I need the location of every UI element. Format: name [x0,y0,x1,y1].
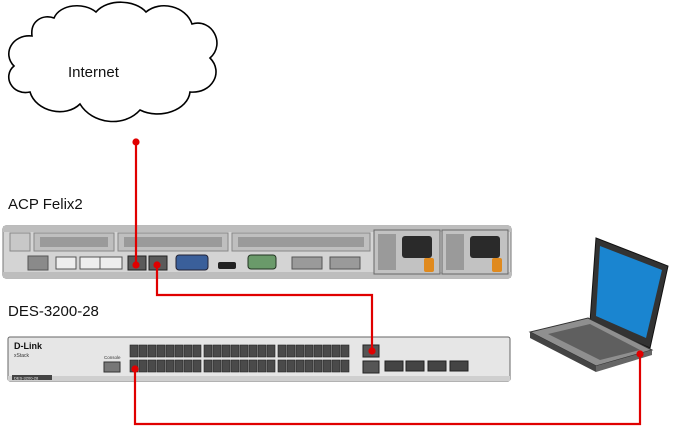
switch-port[interactable] [147,344,157,358]
switch-port[interactable] [266,359,276,373]
switch-port[interactable] [248,344,258,358]
cable-switch-to-laptop [133,354,642,426]
switch-chassis [7,336,511,382]
cables [133,142,642,426]
switch-port[interactable] [304,344,314,358]
switch-port[interactable] [248,359,258,373]
switch-console-port[interactable] [103,361,121,373]
switch-port[interactable] [257,359,267,373]
switch-port[interactable] [286,344,296,358]
switch-port[interactable] [266,344,276,358]
switch-sub-brand: xStack [14,353,30,359]
switch-port[interactable] [165,359,175,373]
switch-sfp-ports [384,360,469,372]
cloud-shape [8,1,218,123]
switch-port[interactable] [156,344,166,358]
switch-port[interactable] [174,359,184,373]
cable-server-to-switch [155,265,374,351]
switch-port[interactable] [203,359,213,373]
server-vent-middle [117,232,371,252]
switch-port[interactable] [257,344,267,358]
switch-port[interactable] [239,359,249,373]
switch-port-grid [129,344,350,373]
switch-port[interactable] [230,344,240,358]
switch-port[interactable] [340,359,350,373]
switch-port[interactable] [174,344,184,358]
switch-port[interactable] [156,359,166,373]
switch-port[interactable] [183,344,193,358]
switch-port[interactable] [304,359,314,373]
switch-port[interactable] [322,359,332,373]
switch-port[interactable] [165,344,175,358]
switch-port[interactable] [221,344,231,358]
switch-port[interactable] [277,359,287,373]
switch-port[interactable] [183,359,193,373]
switch-port[interactable] [192,359,202,373]
switch-brand-logo: D-Link [14,341,43,351]
switch-port[interactable] [138,344,148,358]
switch-port[interactable] [129,344,139,358]
switch-port[interactable] [212,359,222,373]
switch-port[interactable] [340,344,350,358]
switch-port[interactable] [192,344,202,358]
server-psu-1 [373,229,441,275]
switch-port[interactable] [331,344,341,358]
switch-port[interactable] [138,359,148,373]
switch-port[interactable] [286,359,296,373]
switch-port[interactable] [147,359,157,373]
switch-port[interactable] [230,359,240,373]
server-chassis [2,225,512,279]
cable-endpoints [131,138,644,373]
switch-port[interactable] [295,344,305,358]
switch-console-label: Console [104,355,121,360]
switch-port[interactable] [313,359,323,373]
switch-port[interactable] [239,344,249,358]
switch-port[interactable] [313,344,323,358]
internet-cloud [8,1,218,123]
switch-port[interactable] [277,344,287,358]
switch-port[interactable] [331,359,341,373]
server-io-panel [27,254,361,271]
laptop [528,237,669,372]
switch-port[interactable] [221,359,231,373]
switch-label: DES-3200-28 [8,303,99,320]
server-label: ACP Felix2 [8,196,83,213]
switch-port[interactable] [322,344,332,358]
internet-label: Internet [68,64,119,81]
switch-port[interactable] [203,344,213,358]
switch-model-badge: DES-3200-28 [14,376,39,381]
switch-port[interactable] [212,344,222,358]
switch-port[interactable] [295,359,305,373]
server-psu-2 [441,229,509,275]
server-vent-left [9,232,115,252]
